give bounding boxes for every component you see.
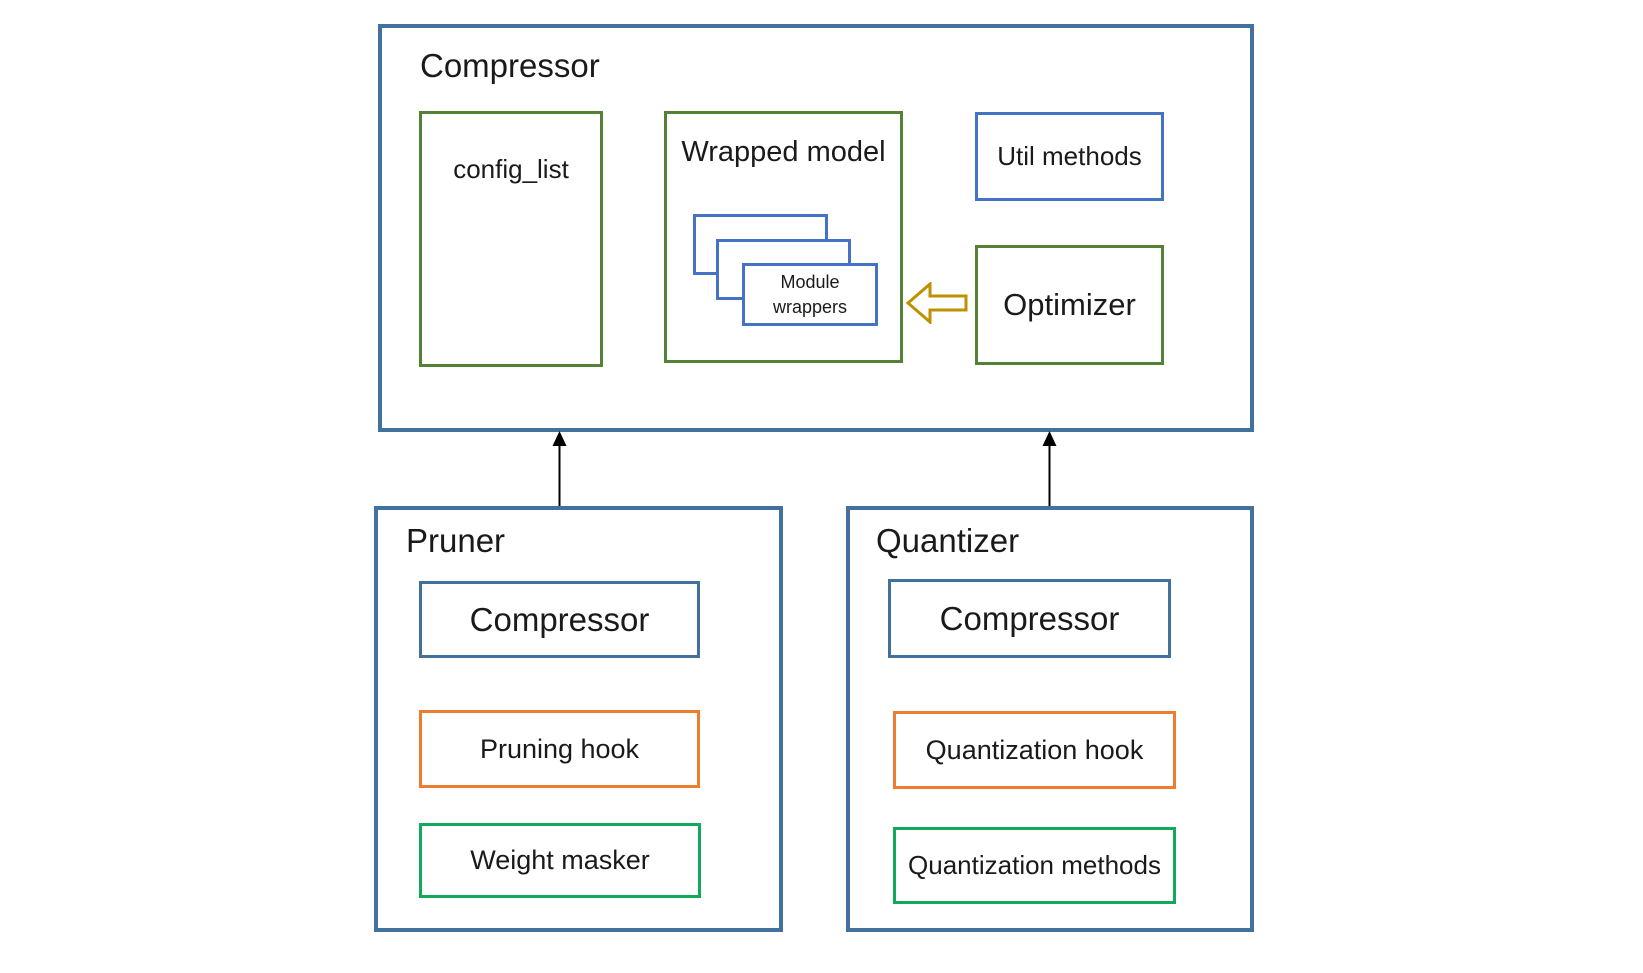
quantizer-panel-title: Quantizer (876, 522, 1020, 559)
quantizer-compressor-box: Compressor (888, 579, 1171, 658)
util-methods-label: Util methods (997, 141, 1142, 171)
quantization-hook-label: Quantization hook (925, 734, 1144, 765)
config-list-box: config_list (419, 111, 603, 367)
config-list-label: config_list (453, 154, 569, 184)
pruning-hook-label: Pruning hook (479, 733, 640, 764)
pruner-panel-title: Pruner (406, 522, 506, 559)
quantizer-compressor-label: Compressor (939, 599, 1120, 637)
weight-masker-label: Weight masker (470, 845, 650, 875)
pruner-compressor-box: Compressor (419, 581, 700, 658)
module-wrapper-card-front: Module wrappers (742, 263, 878, 326)
util-methods-box: Util methods (975, 112, 1164, 201)
weight-masker-box: Weight masker (419, 823, 701, 898)
module-wrappers-label: Module wrappers (772, 272, 848, 317)
optimizer-label: Optimizer (1003, 287, 1136, 322)
quantization-methods-box: Quantization methods (893, 827, 1176, 904)
optimizer-box: Optimizer (975, 245, 1164, 365)
wrapped-model-title: Wrapped model (681, 136, 886, 168)
optimizer-to-wrappers-arrow-icon (906, 282, 968, 324)
quantization-hook-box: Quantization hook (893, 711, 1176, 789)
pruner-compressor-label: Compressor (469, 600, 650, 638)
compressor-panel-title: Compressor (420, 47, 600, 84)
quantization-methods-label: Quantization methods (908, 850, 1161, 880)
pruning-hook-box: Pruning hook (419, 710, 700, 788)
